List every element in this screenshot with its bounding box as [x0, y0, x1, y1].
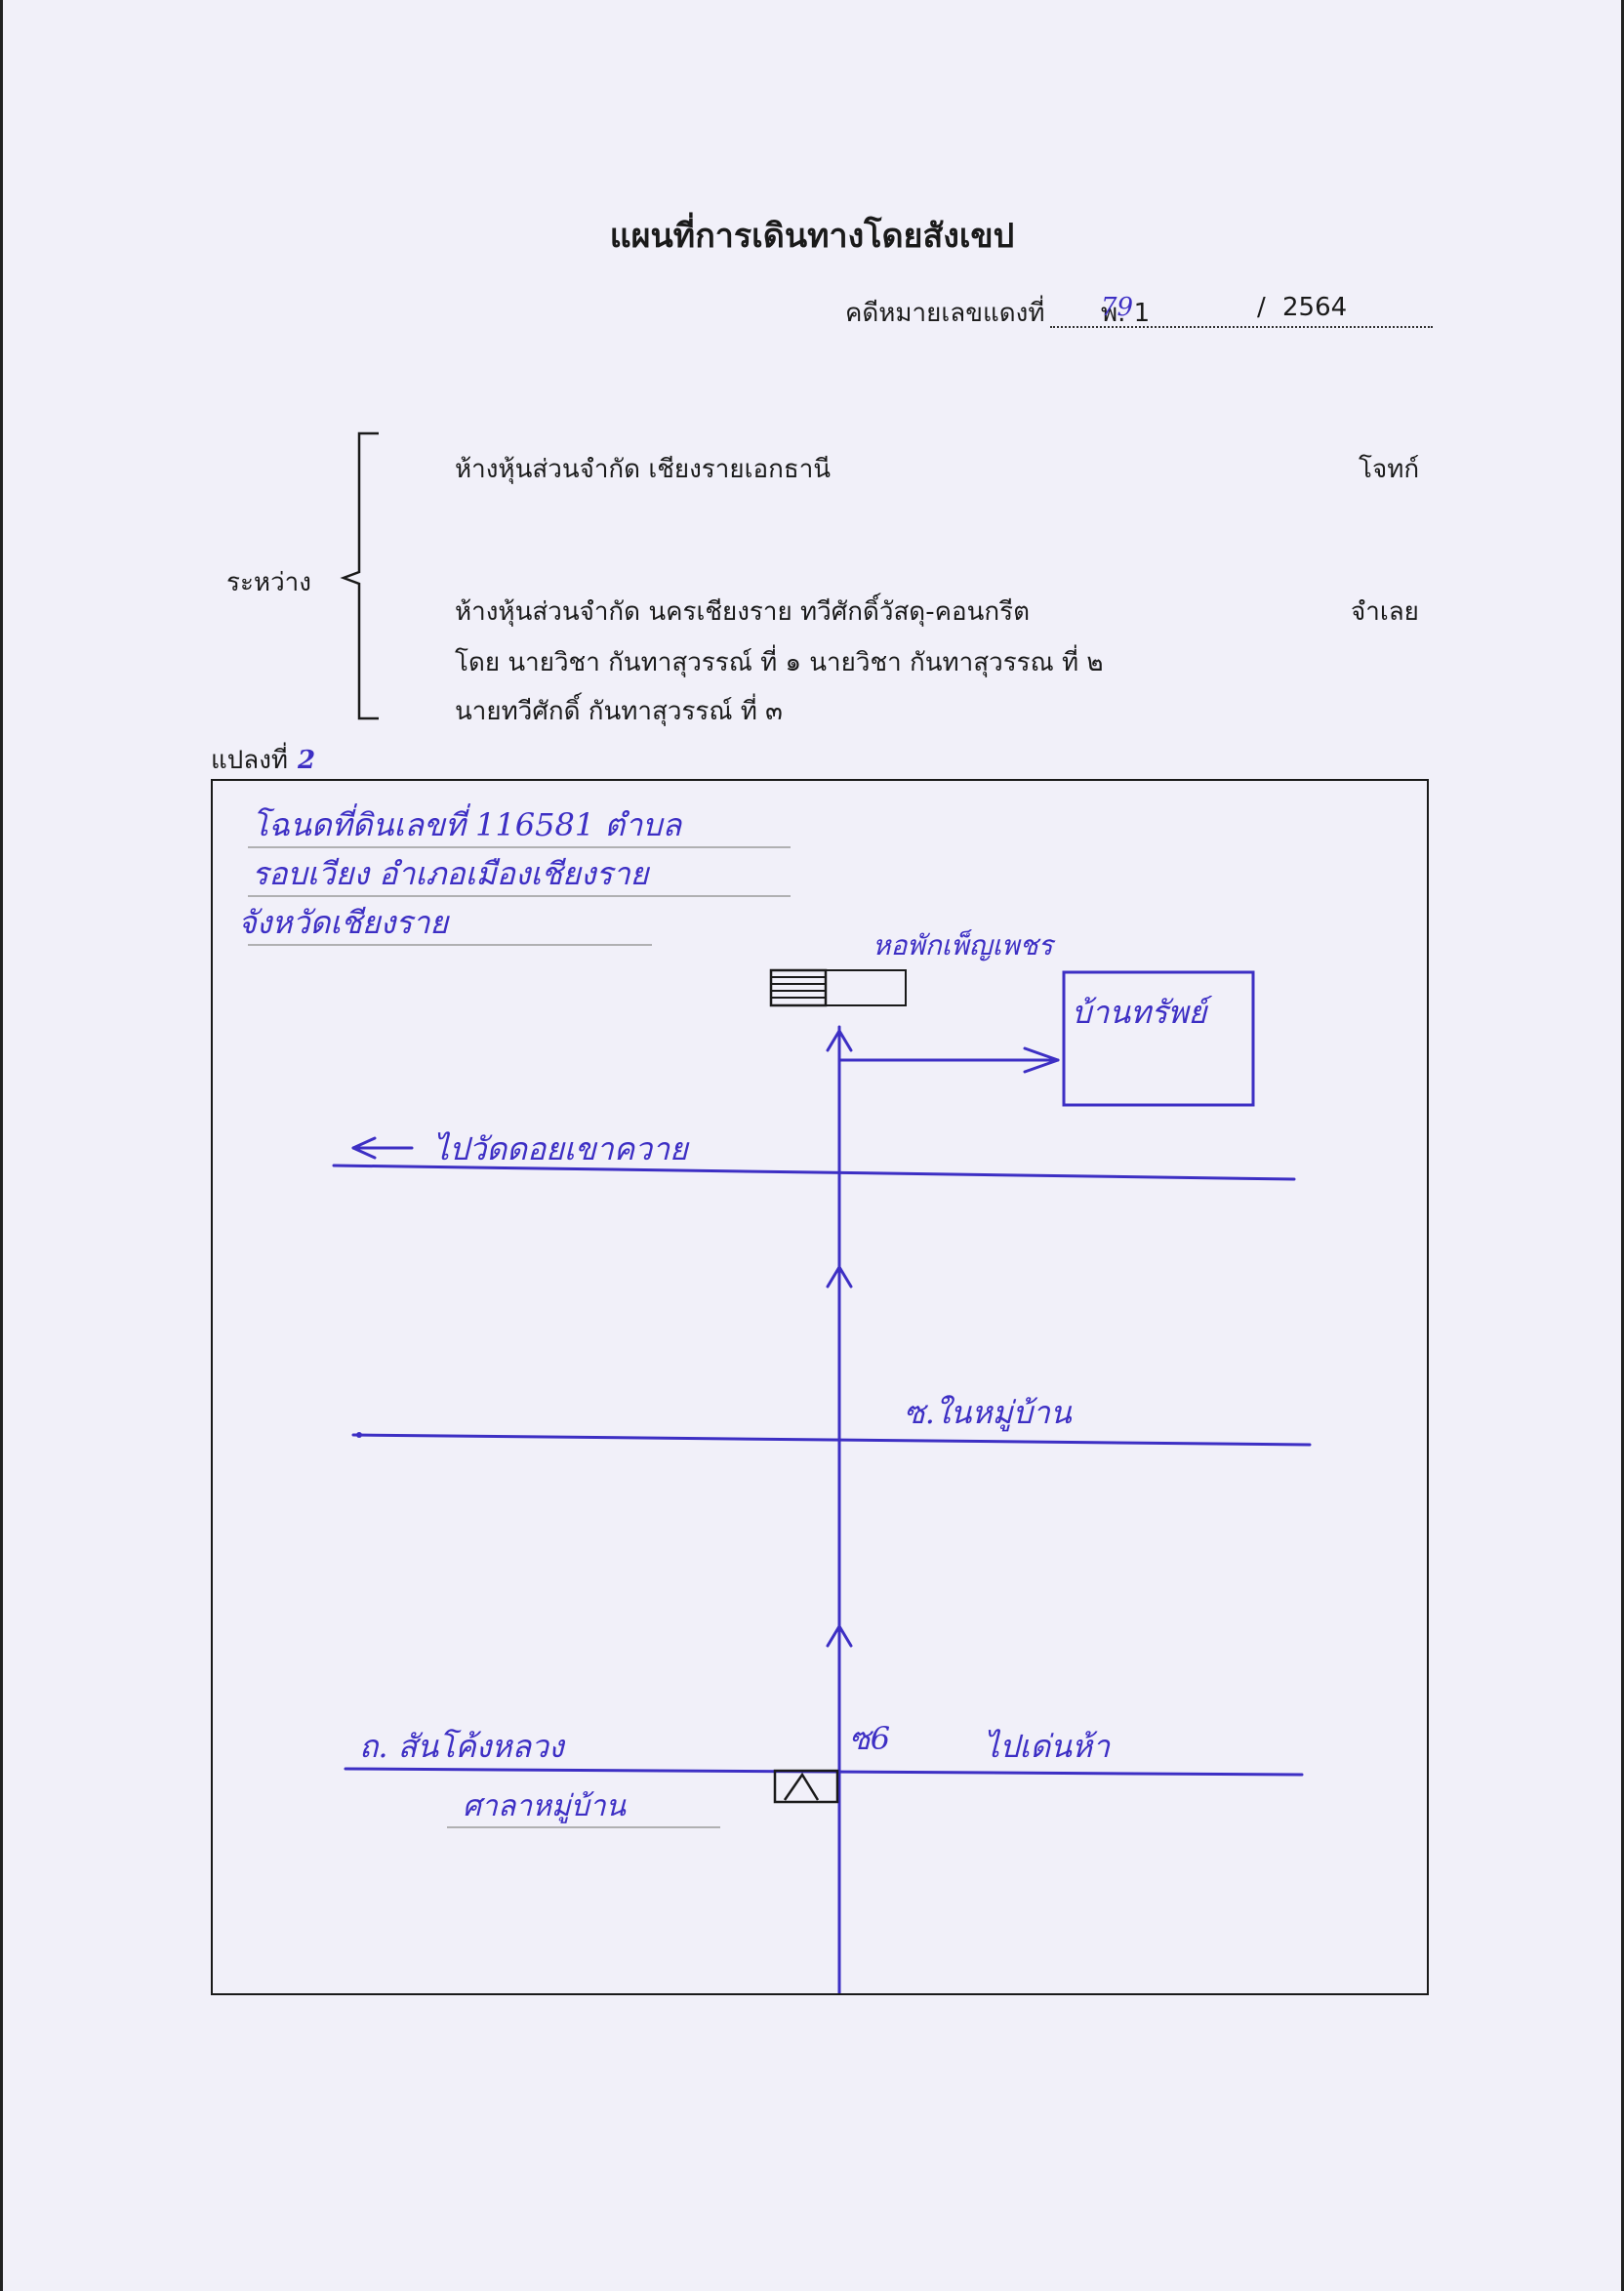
target-house-box	[1062, 970, 1255, 1107]
target-house-label: บ้านทรัพย์	[1072, 994, 1212, 1031]
village-soi-line	[351, 1433, 1312, 1447]
direction-label: ไปเด่นห้า	[984, 1728, 1111, 1765]
village-hall-roof	[783, 1772, 820, 1801]
plot-label-text: แปลงที่	[211, 746, 289, 775]
plot-label: แปลงที่ 2	[211, 740, 315, 780]
route-arrow-top	[826, 1029, 853, 1052]
soi-number-label: ซ6	[849, 1720, 890, 1757]
case-year: 2564	[1282, 293, 1348, 322]
defendant-line-1: ห้างหุ้นส่วนจำกัด นครเชียงราย ทวีศักดิ์ว…	[455, 597, 1030, 627]
route-arrow-middle	[826, 1265, 853, 1289]
village-soi-label: ซ.ในหมู่บ้าน	[904, 1394, 1073, 1432]
road-to-temple-label: ไปวัดดอยเขาควาย	[433, 1130, 690, 1167]
case-prefix: พ. 1	[1101, 299, 1151, 328]
plaintiff-name: ห้างหุ้นส่วนจำกัด เชียงรายเอกธานี	[455, 455, 832, 484]
deed-note-line-3: จังหวัดเชียงราย	[238, 904, 450, 941]
village-soi-end-dot	[356, 1432, 362, 1438]
sketch-map: โฉนดที่ดินเลขที่ 116581 ตำบล รอบเวียง อำ…	[238, 803, 1312, 1995]
deed-note-line-1: โฉนดที่ดินเลขที่ 116581 ตำบล	[252, 803, 682, 843]
dorm-hatching	[771, 976, 826, 999]
village-hall-label: ศาลาหมู่บ้าน	[463, 1789, 628, 1823]
between-label: ระหว่าง	[226, 568, 311, 597]
route-branch-arrow	[1023, 1046, 1060, 1074]
main-road-label: ถ. สันโค้งหลวง	[359, 1728, 566, 1765]
scan-edge-right	[1621, 0, 1624, 2291]
dorm-building	[825, 969, 907, 1006]
document-title: แผนที่การเดินทางโดยสังเขป	[609, 217, 1015, 256]
road-to-temple-line	[332, 1164, 1296, 1181]
case-separator: /	[1257, 293, 1266, 322]
case-number-label: คดีหมายเลขแดงที่	[845, 299, 1045, 328]
village-hall-symbol	[773, 1769, 839, 1804]
deed-note-line-2: รอบเวียง อำเภอเมืองเชียงราย	[252, 855, 651, 892]
sketch-map-frame: โฉนดที่ดินเลขที่ 116581 ตำบล รอบเวียง อำ…	[211, 779, 1429, 1995]
defendant-line-2: โดย นายวิชา กันทาสุวรรณ์ ที่ ๑ นายวิชา ก…	[455, 648, 1104, 677]
route-arrow-bottom	[826, 1624, 853, 1648]
plot-number: 2	[298, 746, 316, 775]
defendant-line-3: นายทวีศักดิ์ กันทาสุวรรณ์ ที่ ๓	[455, 697, 783, 726]
dorm-label: หอพักเพ็ญเพชร	[873, 929, 1056, 961]
case-handwritten-digits: 79	[1101, 293, 1134, 322]
scan-edge-left	[0, 0, 3, 2291]
party-brace	[340, 431, 379, 720]
defendant-role: จำเลย	[1351, 597, 1419, 627]
plaintiff-role: โจทก์	[1359, 455, 1420, 484]
dorm-hatched-block	[769, 968, 828, 1007]
